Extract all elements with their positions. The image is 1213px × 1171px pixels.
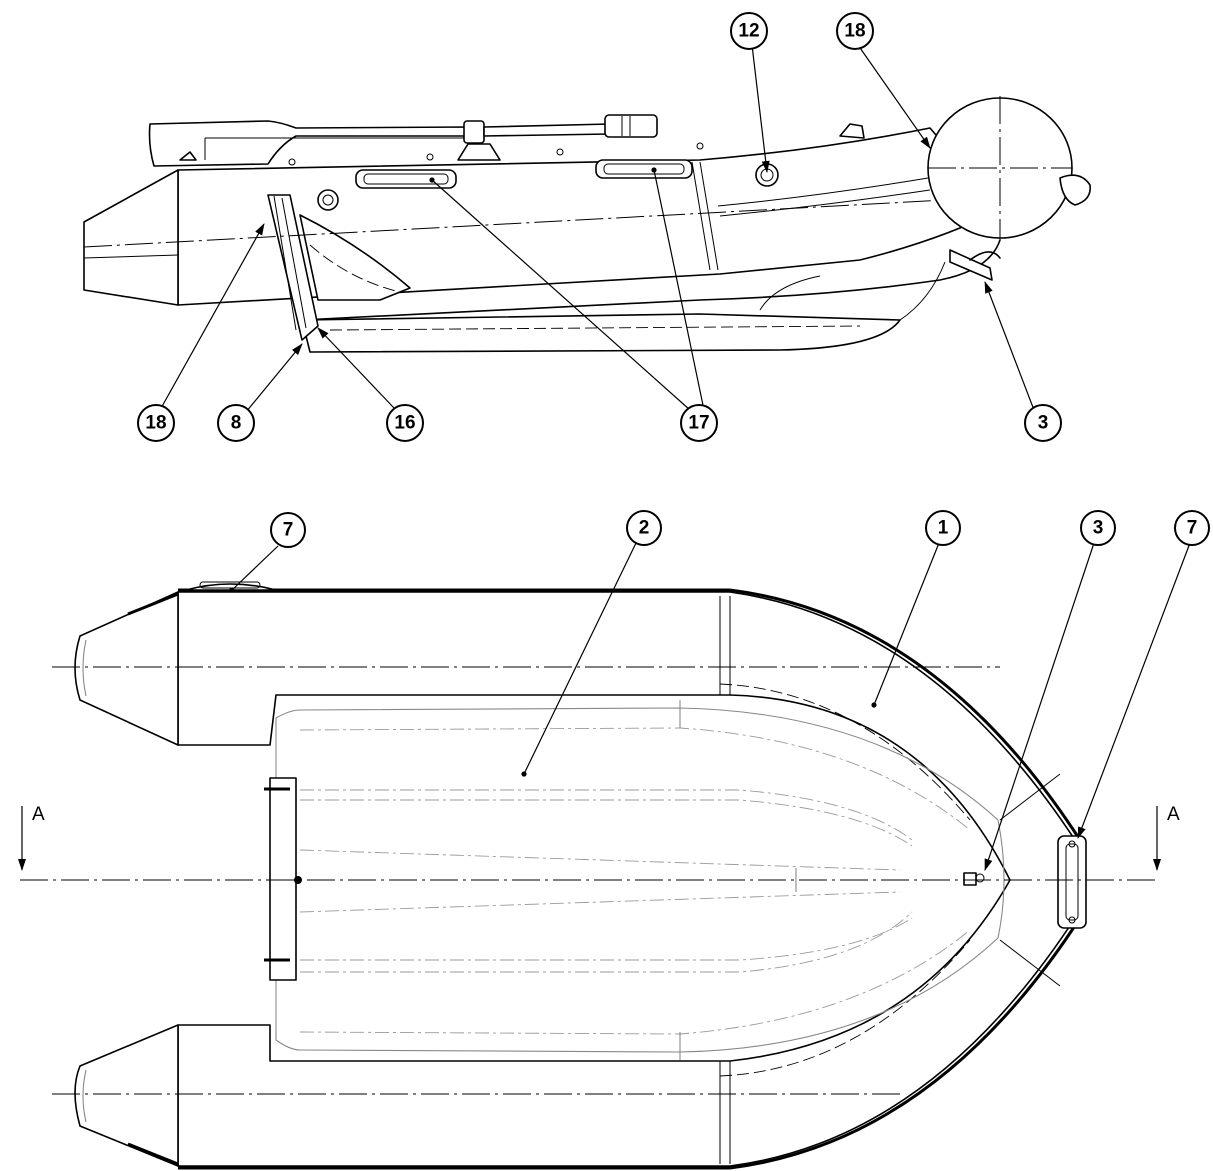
callout-18-bow: 18: [836, 12, 874, 50]
svg-text:18: 18: [844, 21, 865, 42]
stern-handle: [185, 581, 277, 591]
callout-3-side: 3: [1024, 404, 1062, 442]
svg-text:7: 7: [283, 520, 294, 541]
callout-7-stern: 7: [270, 512, 306, 548]
side-view: 12 18 18 8 16 17 3: [83, 12, 1092, 442]
svg-text:A: A: [1167, 804, 1180, 825]
svg-text:1: 1: [938, 518, 949, 539]
top-view: A A 7 2 1: [18, 510, 1210, 1170]
svg-text:A: A: [32, 804, 45, 825]
oar: [148, 114, 658, 167]
tow-ring: [963, 872, 985, 886]
svg-text:17: 17: [688, 413, 709, 434]
svg-text:12: 12: [738, 21, 759, 42]
top-hull: [52, 588, 1082, 1170]
bow-handle: [1057, 835, 1087, 929]
side-leaders: [159, 44, 1035, 413]
section-marker-left: A: [18, 804, 45, 871]
callout-2: 2: [626, 510, 662, 546]
top-floor: [264, 700, 1005, 1060]
side-tube: [83, 96, 1092, 353]
callout-8: 8: [217, 404, 255, 442]
svg-text:7: 7: [1187, 518, 1198, 539]
svg-text:3: 3: [1093, 518, 1104, 539]
top-leaders: [229, 542, 1191, 871]
svg-text:2: 2: [639, 518, 650, 539]
svg-text:18: 18: [145, 413, 166, 434]
callout-16: 16: [386, 404, 424, 442]
callout-17: 17: [680, 404, 718, 442]
callout-18-stern: 18: [137, 404, 175, 442]
svg-text:8: 8: [231, 413, 242, 434]
callout-12: 12: [730, 12, 768, 50]
callout-1: 1: [925, 510, 961, 546]
svg-text:16: 16: [394, 413, 415, 434]
svg-text:3: 3: [1038, 413, 1049, 434]
callout-7-bow: 7: [1174, 510, 1210, 546]
section-marker-right: A: [1153, 804, 1180, 871]
callout-3-top: 3: [1080, 510, 1116, 546]
